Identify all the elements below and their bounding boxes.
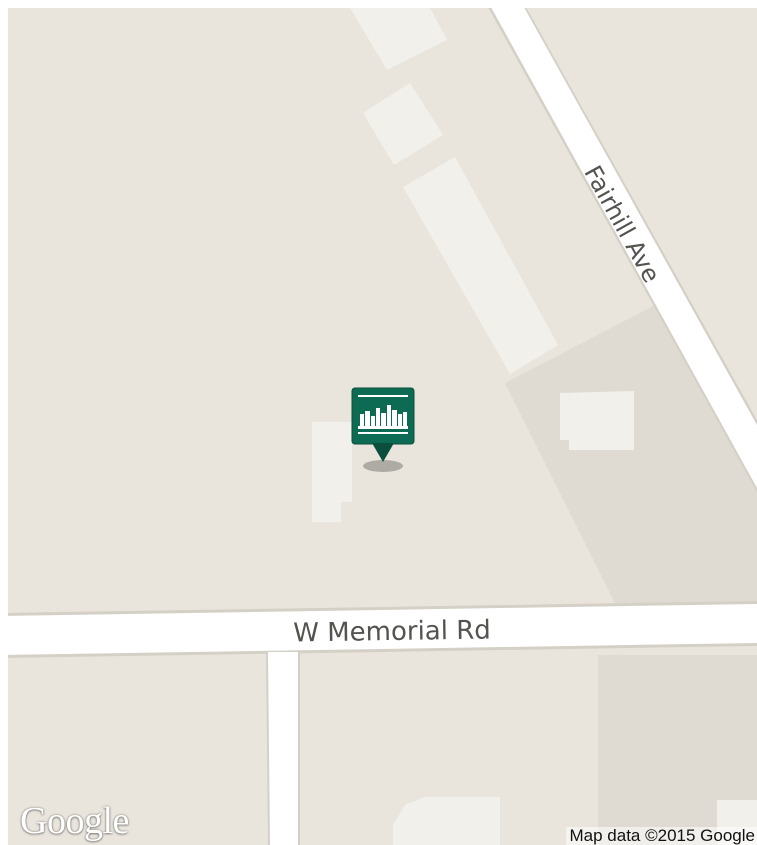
- w-memorial-rd-label: W Memorial Rd: [293, 615, 491, 648]
- map-lot-dark: [505, 305, 757, 603]
- road-edge: [484, 0, 757, 492]
- map-building: [403, 157, 558, 374]
- map-building: [363, 83, 443, 165]
- location-marker[interactable]: [351, 387, 415, 472]
- side-street-road[interactable]: [268, 652, 298, 845]
- map-frame-top: [0, 0, 757, 8]
- map-attribution[interactable]: Map data ©2015 Google: [565, 827, 757, 845]
- map-building: [560, 391, 634, 450]
- w-memorial-rd-road[interactable]: [0, 604, 757, 655]
- city-skyline-icon: [358, 395, 408, 434]
- map-building: [350, 8, 447, 70]
- marker-shadow: [363, 460, 403, 472]
- map-building: [312, 422, 352, 522]
- map-building: [393, 797, 500, 845]
- map-frame-left: [0, 0, 8, 845]
- marker-pointer: [372, 443, 394, 462]
- fairhill-ave-road[interactable]: [487, 0, 757, 488]
- google-logo: Google: [20, 800, 129, 842]
